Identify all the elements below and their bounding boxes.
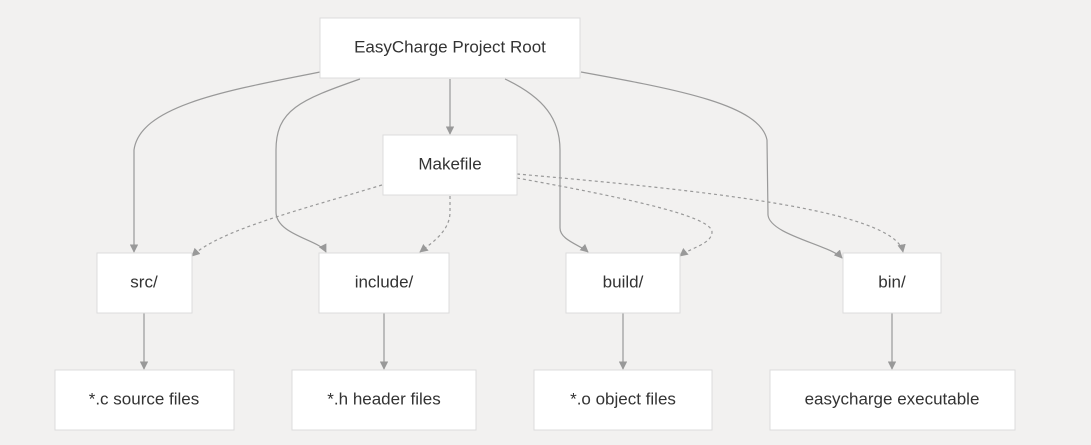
node-c-files: *.c source files <box>54 369 235 431</box>
node-bin-label: bin/ <box>878 272 906 291</box>
node-makefile-label: Makefile <box>418 154 481 173</box>
edge-root-build <box>504 78 589 253</box>
node-root-label: EasyCharge Project Root <box>354 37 546 56</box>
nodes: EasyCharge Project Root Makefile src/ in… <box>54 17 1016 431</box>
node-o-files-label: *.o object files <box>570 389 676 408</box>
node-build-label: build/ <box>603 272 644 291</box>
node-makefile: Makefile <box>382 134 518 196</box>
node-h-files-label: *.h header files <box>327 389 440 408</box>
edge-root-bin <box>580 71 843 259</box>
node-o-files: *.o object files <box>533 369 713 431</box>
node-c-files-label: *.c source files <box>89 389 200 408</box>
node-executable-label: easycharge executable <box>805 389 980 408</box>
edge-makefile-bin <box>516 173 906 253</box>
edge-makefile-src <box>191 184 383 257</box>
node-src: src/ <box>96 252 193 314</box>
node-executable: easycharge executable <box>769 369 1016 431</box>
edge-root-include <box>275 78 361 253</box>
node-h-files: *.h header files <box>291 369 477 431</box>
node-include-label: include/ <box>355 272 414 291</box>
node-bin: bin/ <box>842 252 942 314</box>
node-src-label: src/ <box>130 272 158 291</box>
edge-makefile-build <box>516 177 713 257</box>
node-root: EasyCharge Project Root <box>319 17 581 79</box>
edge-makefile-include <box>419 196 451 253</box>
node-include: include/ <box>318 252 450 314</box>
node-build: build/ <box>565 252 681 314</box>
edges <box>129 71 906 370</box>
edge-root-src <box>129 71 321 253</box>
